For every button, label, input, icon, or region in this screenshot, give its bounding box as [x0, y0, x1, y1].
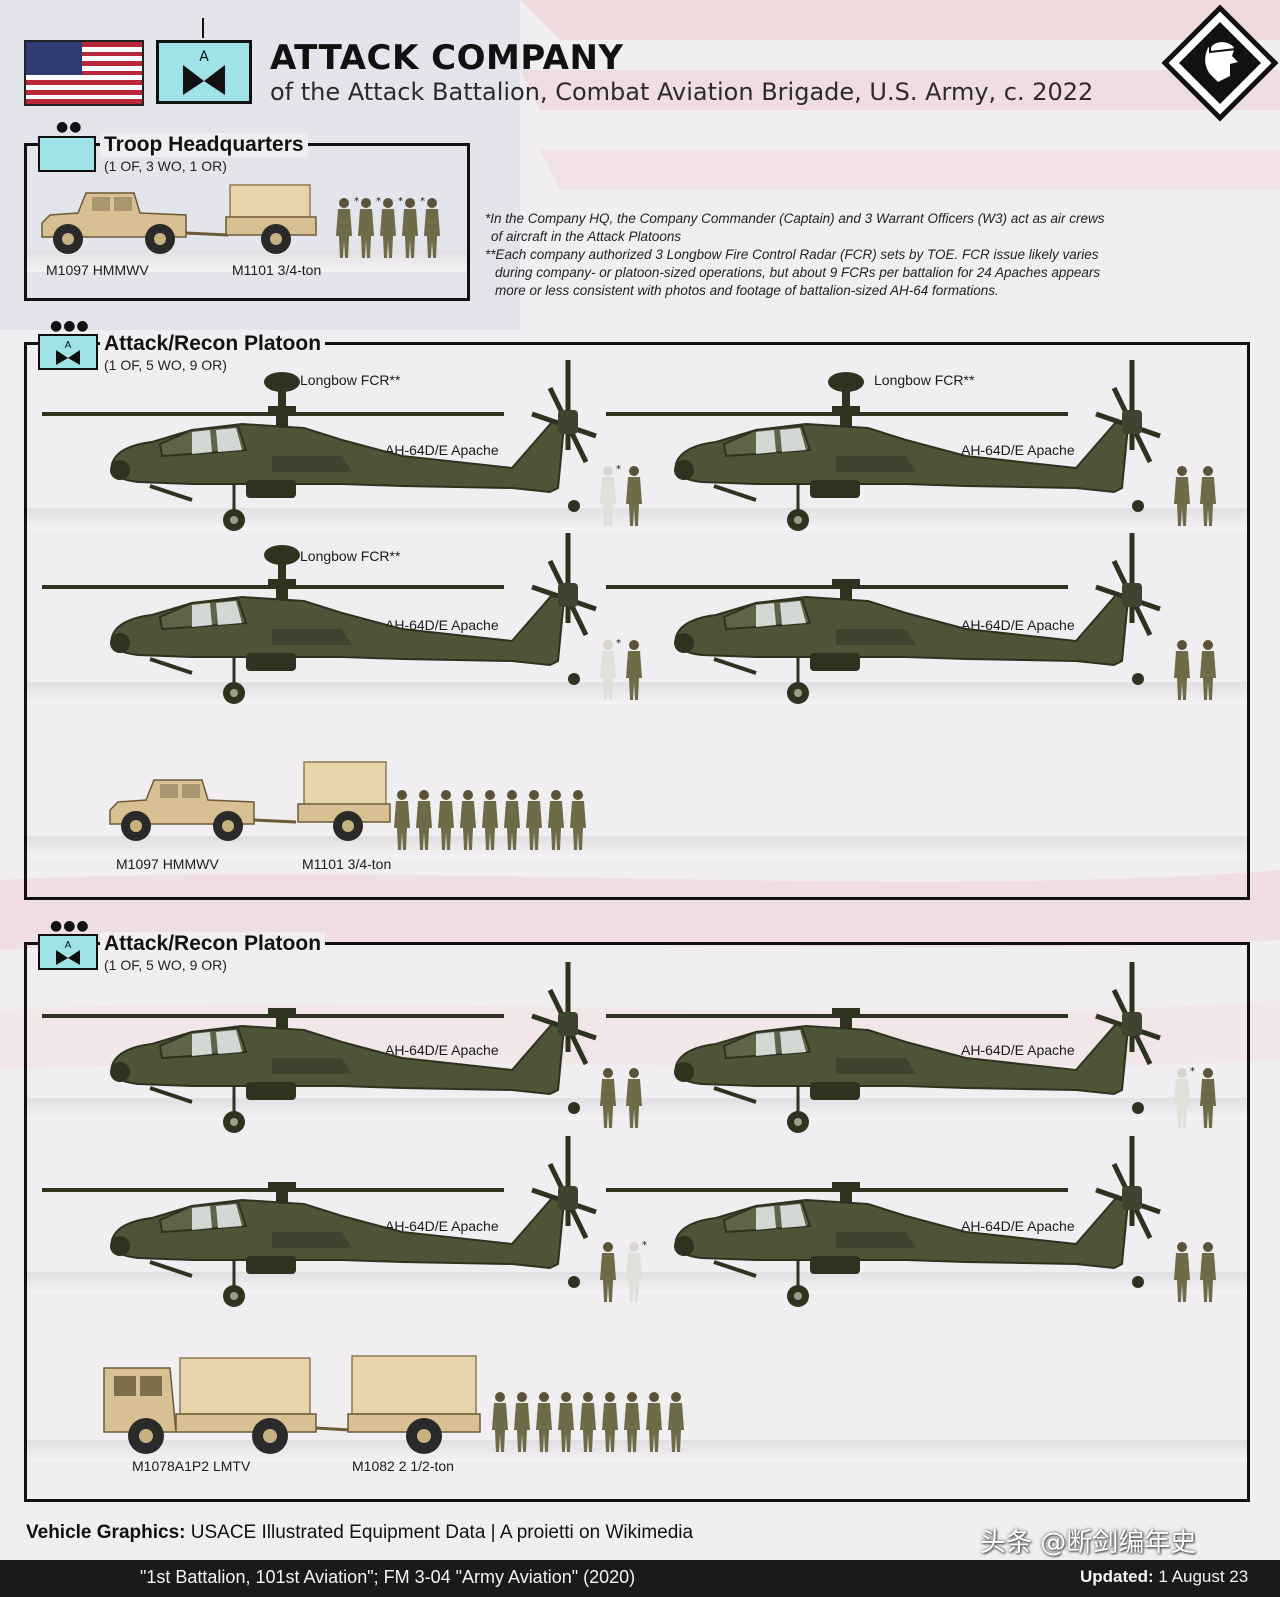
hq-unit-symbol: [38, 136, 96, 172]
platoon-1-echelon-mark: ●●●: [50, 318, 90, 334]
p2-crew-2: *: [1174, 1066, 1216, 1128]
p2-ground-personnel: [492, 1392, 684, 1452]
platoon-2-title: Attack/Recon Platoon: [100, 932, 326, 956]
p1-heli-label-3: AH-64D/E Apache: [385, 617, 499, 633]
note-2-line-2: during company- or platoon-sized operati…: [495, 265, 1101, 280]
updated-label: Updated:: [1080, 1567, 1154, 1586]
svg-text:*: *: [398, 196, 403, 207]
unit-letter: A: [199, 49, 209, 65]
platoon-1-title: Attack/Recon Platoon: [100, 332, 326, 356]
hmmwv-icon: [41, 192, 187, 254]
platoon-1-box: [24, 342, 1250, 900]
p1-heli-label-1: AH-64D/E Apache: [385, 442, 499, 458]
m1082-trailer-icon: [347, 1355, 481, 1454]
hq-vehicle-label: M1097 HMMWV: [46, 262, 149, 278]
company-echelon-mark: [202, 18, 204, 38]
sources-text: "1st Battalion, 101st Aviation"; FM 3-04…: [140, 1567, 636, 1587]
p1-crew-2: [1174, 466, 1216, 526]
updated-value: 1 August 23: [1158, 1567, 1249, 1586]
p1-heli-label-2: AH-64D/E Apache: [961, 442, 1075, 458]
p1-crew-3: *: [600, 638, 642, 700]
platoon-2-strength: (1 OF, 5 WO, 9 OR): [104, 957, 227, 973]
hq-hmmwv-and-trailer: [41, 184, 317, 254]
p2-heli-label-1: AH-64D/E Apache: [385, 1042, 499, 1058]
svg-text:*: *: [1190, 1066, 1195, 1077]
p2-apache-3: [42, 1136, 602, 1306]
us-flag: [24, 40, 144, 106]
watermark: 头条 @断剑编年史: [980, 1528, 1197, 1558]
p1-vehicle-label: M1097 HMMWV: [116, 856, 219, 872]
platoon-1-strength: (1 OF, 5 WO, 9 OR): [104, 357, 227, 373]
lmtv-truck-icon: [103, 1357, 317, 1454]
platoon-2-box: [24, 942, 1250, 1502]
p2-apache-1: [42, 962, 602, 1132]
p2-vehicle-label: M1078A1P2 LMTV: [132, 1458, 251, 1474]
svg-text:*: *: [616, 638, 621, 649]
p1-apache-3: [42, 533, 602, 703]
credit-text: USACE Illustrated Equipment Data | A pro…: [190, 1522, 694, 1543]
vehicle-graphics-credit: Vehicle Graphics: USACE Illustrated Equi…: [26, 1522, 693, 1544]
m1101-trailer-icon: [225, 184, 317, 254]
note-2-line-1: **Each company authorized 3 Longbow Fire…: [485, 247, 1099, 262]
p1-apache-4: [606, 533, 1166, 703]
p1-apache-2: [606, 360, 1166, 530]
p1-crew-4: [1174, 640, 1216, 700]
note-1-line-1: *In the Company HQ, the Company Commande…: [485, 211, 1105, 226]
p2-heli-label-3: AH-64D/E Apache: [385, 1218, 499, 1234]
page-subtitle: of the Attack Battalion, Combat Aviation…: [270, 78, 1094, 106]
p2-apache-2: [606, 962, 1166, 1132]
p2-lmtv-and-trailer: [103, 1355, 481, 1454]
footnotes: *In the Company HQ, the Company Commande…: [485, 210, 1245, 300]
hq-strength: (1 OF, 3 WO, 1 OR): [104, 158, 227, 174]
svg-text:*: *: [354, 196, 359, 207]
svg-text:A: A: [65, 340, 72, 351]
p1-hmmwv-and-trailer: [109, 761, 391, 841]
p2-heli-label-2: AH-64D/E Apache: [961, 1042, 1075, 1058]
platoon-2-unit-symbol: A: [38, 934, 98, 970]
publisher-logo: [1161, 4, 1279, 122]
attack-company-symbol: A: [156, 40, 252, 104]
p2-apache-4: [606, 1136, 1166, 1306]
updated-date: Updated: 1 August 23: [1080, 1567, 1248, 1587]
p2-crew-3: *: [600, 1240, 647, 1302]
p2-heli-label-4: AH-64D/E Apache: [961, 1218, 1075, 1234]
p1-fcr-label-1: Longbow FCR**: [300, 372, 401, 388]
hq-trailer-label: M1101 3/4-ton: [232, 262, 322, 278]
svg-text:*: *: [642, 1240, 647, 1251]
hq-personnel-group: * * * *: [336, 196, 440, 258]
credit-label: Vehicle Graphics:: [26, 1522, 186, 1543]
p1-trailer-label: M1101 3/4-ton: [302, 856, 392, 872]
p1-crew-1: *: [600, 464, 642, 526]
platoon-2-echelon-mark: ●●●: [50, 918, 90, 934]
page-title: ATTACK COMPANY: [270, 38, 624, 78]
p1-heli-label-4: AH-64D/E Apache: [961, 617, 1075, 633]
p1-apache-1: [42, 360, 602, 530]
footer-bar: [0, 1560, 1280, 1597]
p1-fcr-label-3: Longbow FCR**: [300, 548, 401, 564]
svg-text:*: *: [376, 196, 381, 207]
p2-crew-4: [1174, 1242, 1216, 1302]
p1-ground-personnel: [394, 790, 586, 850]
svg-text:*: *: [420, 196, 425, 207]
hq-echelon-mark: ●●: [56, 119, 83, 135]
p2-crew-1: [600, 1068, 642, 1128]
p1-fcr-label-2: Longbow FCR**: [874, 372, 975, 388]
platoon-1-unit-symbol: A: [38, 334, 98, 370]
note-1-line-2: of aircraft in the Attack Platoons: [491, 229, 682, 244]
svg-text:A: A: [65, 940, 72, 951]
note-2-line-3: more or less consistent with photos and …: [495, 283, 999, 298]
hq-title: Troop Headquarters: [100, 133, 308, 157]
p2-trailer-label: M1082 2 1/2-ton: [352, 1458, 454, 1474]
svg-text:*: *: [616, 464, 621, 475]
